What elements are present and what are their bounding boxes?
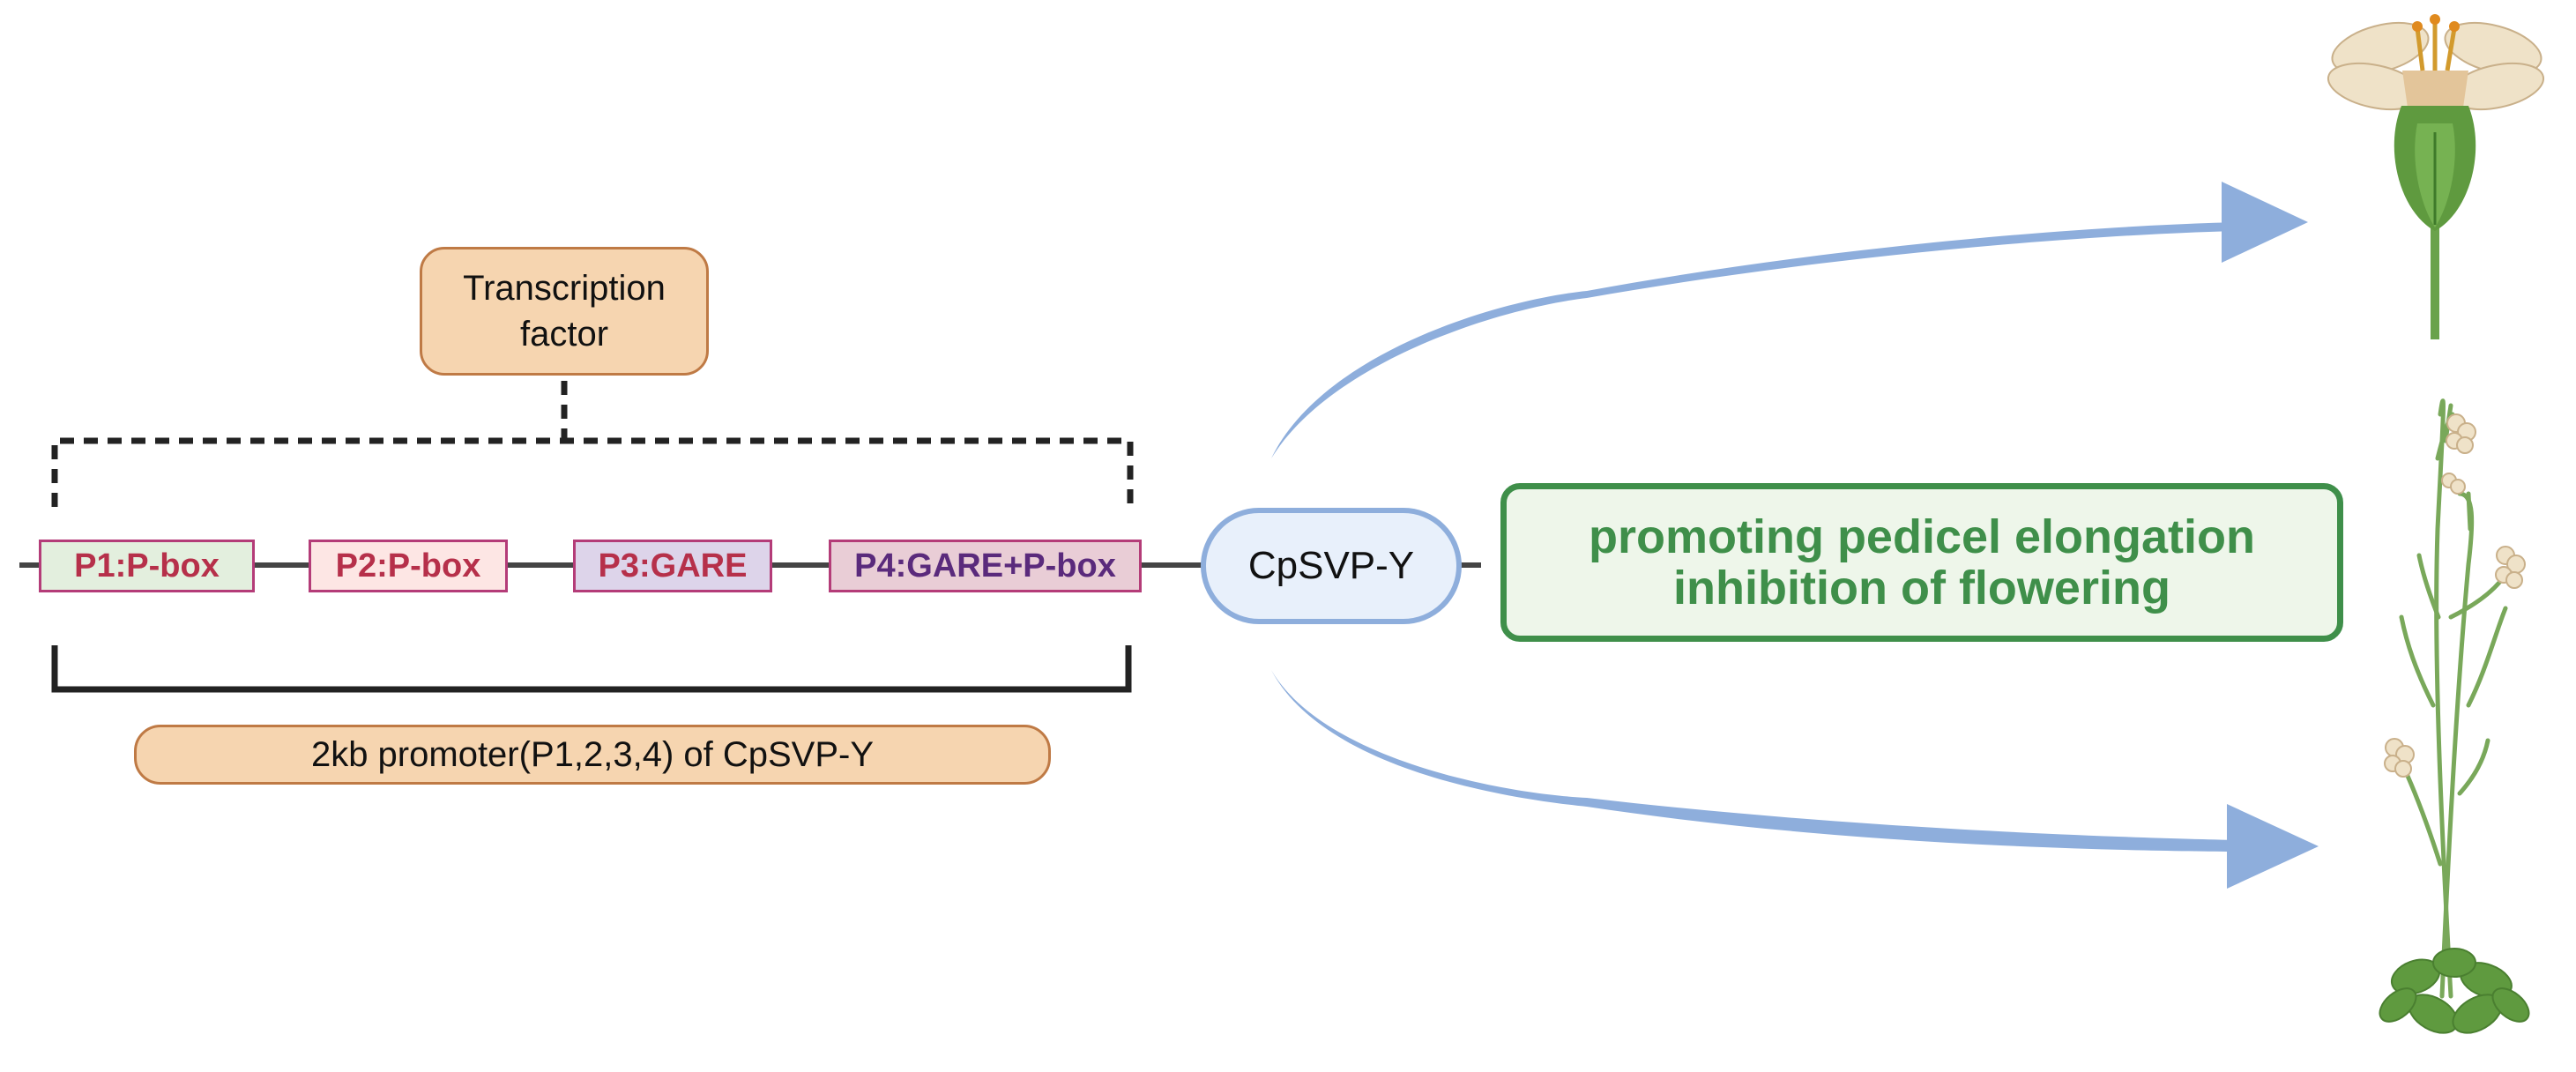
arrow-to-flower [1271,222,2239,458]
promoter-element-p2: P2:P-box [309,540,508,592]
transcription-factor-box: Transcription factor [420,247,709,376]
transcription-factor-line1: Transcription [463,269,666,308]
promoter-caption: 2kb promoter(P1,2,3,4) of CpSVP-Y [134,725,1051,785]
transcription-factor-line2: factor [519,315,609,354]
effect-line1: promoting pedicel elongation [1589,510,2255,563]
promoter-bracket [51,645,1132,693]
flowering-plant-illustration [2379,398,2530,1034]
arrow-head-bottom [2227,804,2319,889]
promoter-element-p4: P4:GARE+P-box [829,540,1142,592]
effect-box: promoting pedicel elongation inhibition … [1500,483,2343,642]
binding-dotted-bracket [51,381,1134,507]
gene-node: CpSVP-Y [1201,508,1462,624]
arrow-to-plant [1271,670,2239,852]
promoter-element-p1: P1:P-box [39,540,255,592]
effect-line2: inhibition of flowering [1673,562,2170,614]
arrow-head-top [2222,182,2308,263]
flower-illustration [2327,14,2545,339]
promoter-element-p3: P3:GARE [573,540,772,592]
